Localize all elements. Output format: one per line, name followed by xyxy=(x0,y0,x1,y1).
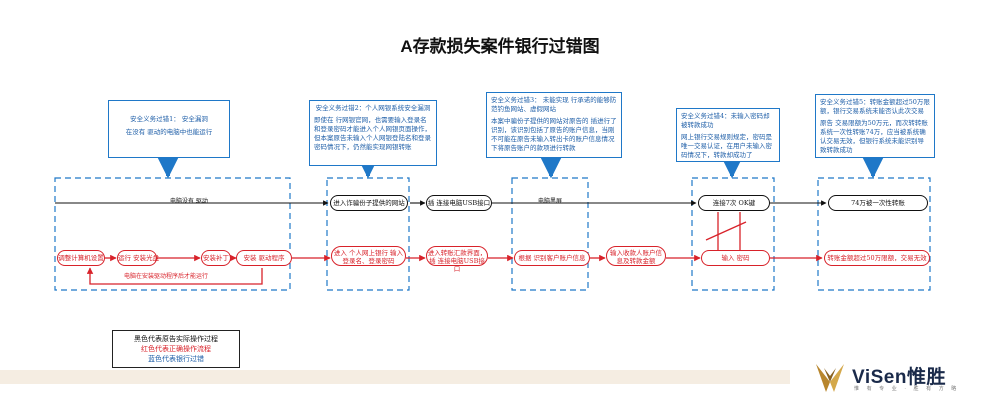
node-install-patch: 安装补丁 xyxy=(201,250,231,266)
node-enter-fraud-site: 进入诈骗份子提供的网站 xyxy=(330,195,408,211)
fault-callout-3: 安全义务过错3： 未能实现 行承诺的能够防范钓鱼网站、虚假网站 本案中骗份子提供… xyxy=(486,92,622,158)
node-insert-usb-black: 插 连接电脑USB接口 xyxy=(426,195,492,211)
brand-emblem-icon xyxy=(816,364,844,392)
brand-name: ViSen惟胜 xyxy=(852,367,946,388)
brand-logo: ViSen惟胜 惟 有 专 业 · 胜 有 方 略 xyxy=(812,358,992,398)
footer-band xyxy=(0,370,790,384)
legend-red: 红色代表正确操作流程 xyxy=(141,345,211,353)
node-input-password: 输入 密码 xyxy=(701,250,770,266)
node-input-payee: 输入收款人账户信息及转款金额 xyxy=(606,246,666,266)
fault-callout-4: 安全义务过错4：未输入密码却被转款成功 网上银行交易规则规定，密码是唯一交易认证… xyxy=(676,108,780,162)
diagram-title: A存款损失案件银行过错图 xyxy=(400,37,600,56)
legend-blue: 蓝色代表银行过错 xyxy=(148,355,204,363)
node-run-disc: 运行 安装光盘 xyxy=(117,250,159,266)
node-adjust-settings: 调整计算机设置 xyxy=(57,250,105,266)
black-flow-label-driver: 电脑没有 驱动 xyxy=(170,198,208,205)
red-flow-note: 电脑在安装驱动程序后才能运行 xyxy=(124,273,209,280)
fault-region-1 xyxy=(54,177,291,291)
node-transferred: 74万被一次性转账 xyxy=(828,195,928,211)
brand-slogan: 惟 有 专 业 · 胜 有 方 略 xyxy=(854,386,960,392)
node-transfer-usb: 进入转账汇款界面，插 连接电脑USB接口 xyxy=(426,246,488,273)
fault-callout-2: 安全义务过错2：个人网银系统安全漏洞 即使在 行网银官网，也需要输入登录名和登录… xyxy=(309,100,437,166)
node-limit-exceeded: 转账金额超过50万限额，交易无效 xyxy=(824,250,930,266)
black-flow-label-screen: 电脑黑屏 xyxy=(538,198,563,205)
node-press-ok: 连接7次 OK键 xyxy=(698,195,770,211)
callout-arrows xyxy=(156,154,885,179)
fault-callout-5: 安全义务过错5：转账金额超过50万限额，银行交易系统未能否认此次交易 原告 交易… xyxy=(815,94,935,158)
node-install-driver: 安装 驱动程序 xyxy=(236,250,292,266)
fault-callout-1: 安全义务过错1： 安全漏洞 在没有 驱动的电脑中也能运行 xyxy=(108,100,230,158)
legend-black: 黑色代表原告实际操作过程 xyxy=(134,335,218,343)
node-identify-account: 根据 识别客户账户信息 xyxy=(514,250,590,266)
node-login-bank: 进入 个人网上银行 输入登录名、登录密码 xyxy=(331,246,406,266)
fault-regions xyxy=(54,177,931,291)
fault-region-3 xyxy=(511,177,589,291)
red-flow-lines xyxy=(86,212,823,285)
legend: 黑色代表原告实际操作过程 红色代表正确操作流程 蓝色代表银行过错 xyxy=(112,330,240,368)
